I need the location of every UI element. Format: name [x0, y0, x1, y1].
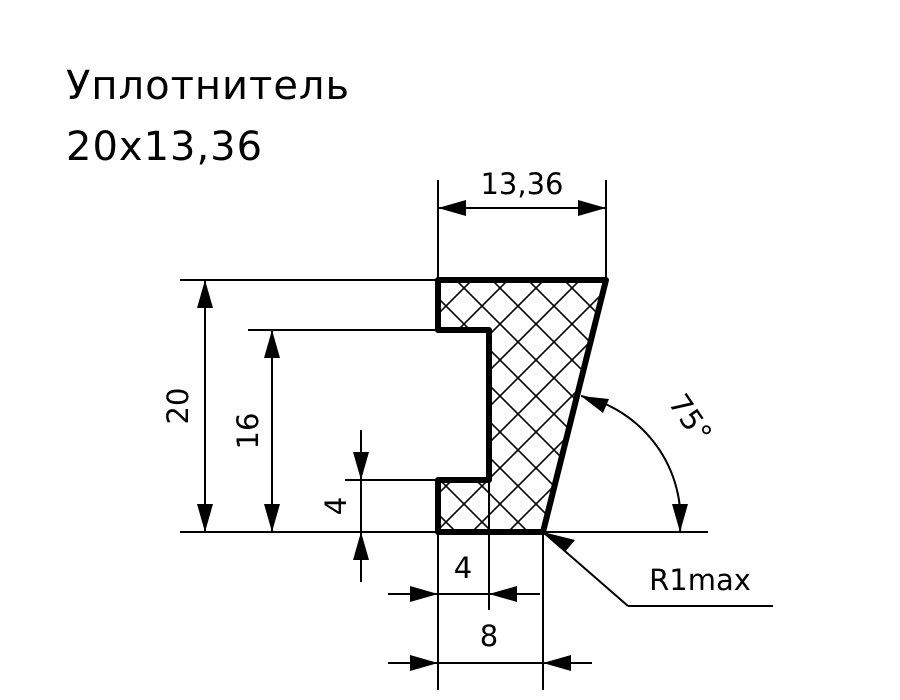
hatch-line [438, 280, 606, 532]
label-height-lip: 4 [319, 497, 353, 515]
hatch-line [447, 280, 606, 532]
hatch-line [8, 200, 408, 600]
hatch-line [628, 200, 900, 600]
hatch-line [0, 200, 236, 600]
hatch-line [438, 280, 489, 532]
dimension-width-bottom: 8 [388, 619, 592, 671]
hatch-line [438, 280, 606, 532]
title-size: 20х13,36 [66, 124, 264, 170]
seal-profile-outline [435, 277, 609, 535]
dimension-height-groove: 16 [231, 330, 280, 532]
dimension-angle: 75° [580, 388, 719, 533]
label-radius: R1max [649, 563, 751, 597]
dimension-radius: R1max [542, 531, 773, 607]
hatch-line [800, 200, 900, 600]
hatch-line [438, 280, 453, 532]
hatch-line [16, 200, 416, 600]
dimension-height-total: 20 [161, 280, 213, 532]
hatch-line [438, 280, 589, 532]
title-name: Уплотнитель [66, 63, 351, 109]
hatch-line [438, 280, 597, 532]
hatch-line [583, 280, 606, 532]
hatch-line [0, 200, 300, 600]
hatch-line [0, 200, 272, 600]
hatch-line [438, 280, 606, 532]
dimension-width-lip: 4 [388, 551, 540, 602]
label-angle: 75° [662, 388, 719, 450]
hatch-line [439, 280, 606, 532]
hatch-line [438, 280, 606, 532]
dimension-height-lip: 4 [319, 430, 369, 582]
label-height-groove: 16 [231, 413, 265, 450]
label-width-top: 13,36 [480, 167, 563, 201]
label-height-total: 20 [161, 388, 195, 425]
hatch-line [764, 200, 900, 600]
cross-hatching [0, 200, 900, 600]
hatch-line [438, 280, 445, 532]
label-width-lip: 4 [454, 551, 472, 585]
hatch-line [620, 200, 900, 600]
dimension-width-top: 13,36 [438, 167, 606, 216]
hatch-line [0, 200, 308, 600]
hatch-line [438, 280, 606, 532]
hatch-line [692, 200, 900, 600]
hatch-line [728, 200, 900, 600]
hatch-line [438, 280, 606, 532]
hatch-line [438, 280, 481, 532]
hatch-line [700, 200, 900, 600]
hatch-line [591, 280, 606, 532]
label-width-bottom: 8 [480, 619, 498, 653]
